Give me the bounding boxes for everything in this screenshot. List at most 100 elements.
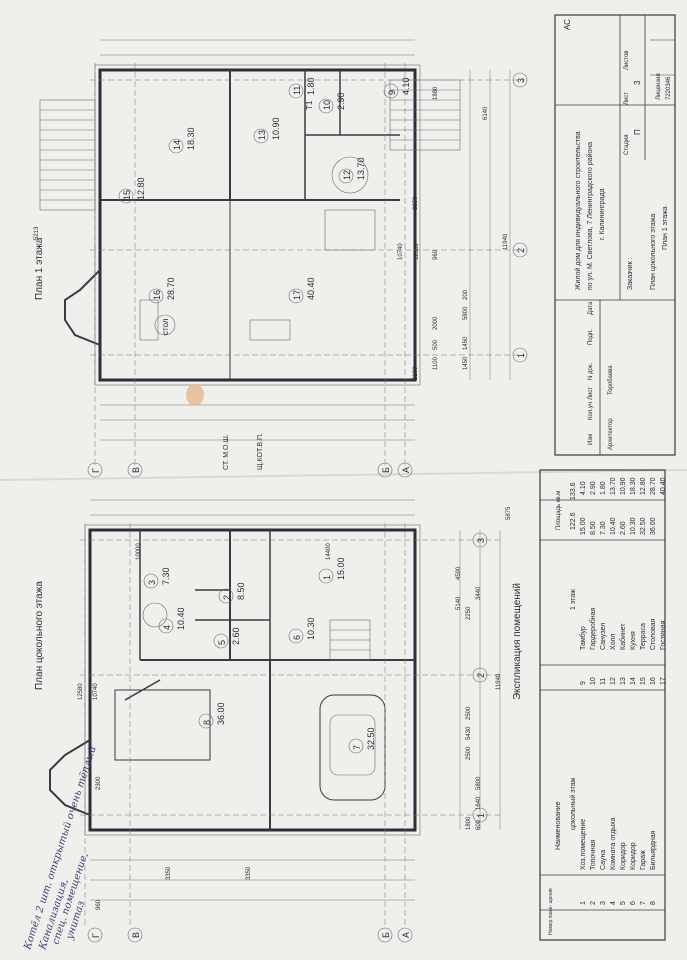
explication-row-name: Кабинет: [619, 623, 627, 650]
room-marker-2: [218, 588, 234, 604]
room-marker-5: [213, 633, 229, 649]
first-floor-title: План 1 этажа: [34, 237, 45, 300]
explication-row-name: Сауна: [600, 850, 607, 870]
dimension-label: 1640: [476, 796, 482, 810]
room-area-11: 1.80: [306, 77, 316, 95]
explication-row-num: 9: [580, 681, 587, 685]
title-block-header: Лист: [588, 387, 594, 400]
explication-row-name: Гостиная: [660, 620, 667, 650]
explication-col-area: Площадь кв.м: [556, 491, 562, 530]
title-block-header: Кол.уч: [588, 402, 594, 420]
axis-row-marker-lower-3: [397, 927, 413, 943]
dimension-label: 600: [476, 819, 482, 830]
explication-title: Экспликация помещений: [512, 583, 523, 700]
explication-col-name: Наименование: [555, 801, 562, 850]
title-block-sheets-label: Листов: [624, 51, 630, 71]
title-block-name: Торобаева: [608, 365, 614, 395]
axis-row-marker-lower-0: [87, 927, 103, 943]
explication-row-num: 17: [660, 677, 667, 685]
room-number-10: 10: [322, 100, 332, 110]
axis-row-label: А: [401, 932, 411, 938]
dimension-label: 11940: [503, 233, 509, 250]
explication-row-num: 14: [630, 677, 637, 685]
axis-row-label: В: [131, 932, 141, 938]
title-block-stage-label: Стадия: [624, 135, 630, 155]
dimension-label: 960: [96, 899, 102, 910]
dimension-label: 2100: [413, 366, 419, 380]
room-number-17: 17: [292, 290, 302, 300]
dimension-label: 4590: [456, 566, 462, 580]
room-area-2: 8.50: [236, 582, 246, 600]
explication-row-area: 7.30: [600, 521, 607, 535]
room-marker-13: [253, 128, 269, 144]
dimension-label: 6140: [483, 106, 489, 120]
axis-col-marker-lower-1: [472, 667, 488, 683]
explication-row-area: 8.50: [590, 521, 597, 535]
room-number-11: 11: [292, 86, 302, 95]
room-area-13: 10.90: [271, 117, 281, 140]
axis-col-marker-0: [512, 347, 528, 363]
axis-col-label: 2: [516, 248, 526, 253]
dimension-label: 1450: [463, 336, 469, 350]
dimension-label: 3440: [476, 586, 482, 600]
dimension-label: 5140: [456, 596, 462, 610]
room-marker-8: [198, 713, 214, 729]
axis-col-label: 3: [516, 78, 526, 83]
axis-col-label: 1: [476, 813, 486, 818]
room-area-15: 12.80: [136, 177, 146, 200]
dimension-label: 5800: [463, 306, 469, 320]
room-marker-15: [118, 188, 134, 204]
room-marker-16: [148, 288, 164, 304]
room-marker-11: [288, 83, 304, 99]
room-number-9: 9: [387, 90, 397, 95]
explication-row-num: 10: [590, 677, 597, 685]
marker-label: Т1: [305, 100, 314, 110]
explication-row-num: 3: [600, 901, 607, 905]
room-number-2: 2: [222, 595, 232, 600]
room-marker-10: [318, 98, 334, 114]
axis-col-marker-lower-0: [472, 807, 488, 823]
explication-row-name: Терраса: [640, 623, 647, 650]
explication-row-num: 16: [650, 677, 657, 685]
explication-row-area: 28.70: [650, 477, 657, 495]
room-area-8: 36.00: [216, 702, 226, 725]
title-block-project: Жилой дом для индивидуального строительс…: [574, 131, 582, 290]
axis-row-label: Г: [91, 468, 101, 473]
axis-row-label: В: [131, 467, 141, 473]
dimension-label: 2500: [466, 746, 472, 760]
dimension-label: 3350: [246, 866, 252, 880]
room-area-3: 7.30: [161, 567, 171, 585]
room-area-12: 13.70: [356, 157, 366, 180]
explication-row-area: 36.00: [650, 517, 657, 535]
axis-col-marker-2: [512, 72, 528, 88]
room-area-4: 10.40: [176, 607, 186, 630]
dimension-label: 500: [433, 339, 439, 350]
dimension-label: 11940: [496, 673, 502, 690]
axis-col-marker-lower-2: [472, 532, 488, 548]
title-block-license-no: 7220346: [666, 76, 672, 100]
explication-col-num: Номер поме- щения: [548, 888, 554, 935]
room-number-7: 7: [352, 745, 362, 750]
dimension-label: 10740: [93, 683, 99, 700]
title-block-header: Подп.: [588, 329, 594, 345]
room-number-3: 3: [147, 580, 157, 585]
dimension-label: 12580: [78, 683, 84, 700]
explication-row-area: 18.30: [630, 477, 637, 495]
explication-row-area: 2.90: [590, 481, 597, 495]
room-marker-17: [288, 288, 304, 304]
explication-row-num: 4: [610, 901, 617, 905]
explication-row-name: Хоз.помещение: [580, 819, 587, 870]
explication-row-name: Санузел: [600, 623, 607, 650]
explication-row-area: 10.90: [620, 477, 627, 495]
room-number-4: 4: [162, 625, 172, 630]
explication-row-area: 15.00: [580, 517, 587, 535]
explication-first-header: 1 этаж: [570, 589, 577, 610]
explication-row-num: 7: [640, 901, 647, 905]
room-marker-1: [318, 568, 334, 584]
title-block-city: г. Калининграда: [599, 188, 606, 240]
title-block-header: N док.: [588, 363, 594, 380]
explication-row-name: Гараж: [640, 850, 647, 870]
room-marker-14: [168, 138, 184, 154]
axis-row-marker-lower-2: [377, 927, 393, 943]
dimension-label: 5875: [506, 506, 512, 520]
